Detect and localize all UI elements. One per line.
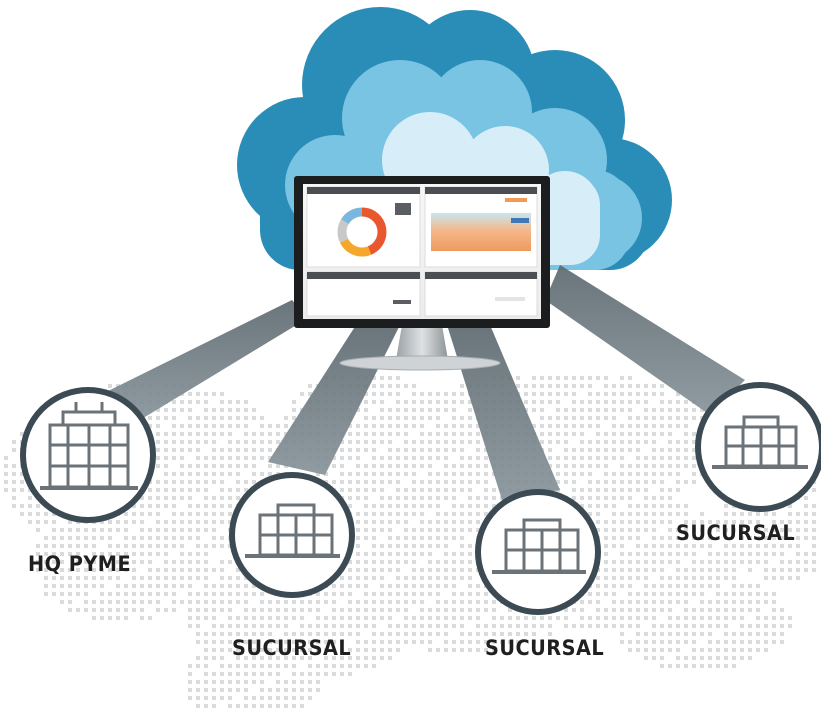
label-branch-1: SUCURSAL xyxy=(232,636,352,660)
node-hq xyxy=(20,387,156,523)
office-tower-icon xyxy=(40,402,138,490)
node-branch-2 xyxy=(475,489,601,615)
beam-branch-2 xyxy=(447,325,560,500)
branch-building-icon xyxy=(245,503,340,558)
label-branch-2: SUCURSAL xyxy=(485,636,605,660)
node-branch-3 xyxy=(695,382,821,512)
node-branch-1 xyxy=(229,472,355,598)
branch-building-icon xyxy=(712,415,808,469)
label-branch-3: SUCURSAL xyxy=(676,521,796,545)
label-hq: HQ PYME xyxy=(28,552,132,576)
branch-building-icon xyxy=(492,518,586,574)
monitor-icon xyxy=(294,176,550,371)
beam-hq xyxy=(100,300,308,420)
beam-branch-3 xyxy=(545,265,745,415)
